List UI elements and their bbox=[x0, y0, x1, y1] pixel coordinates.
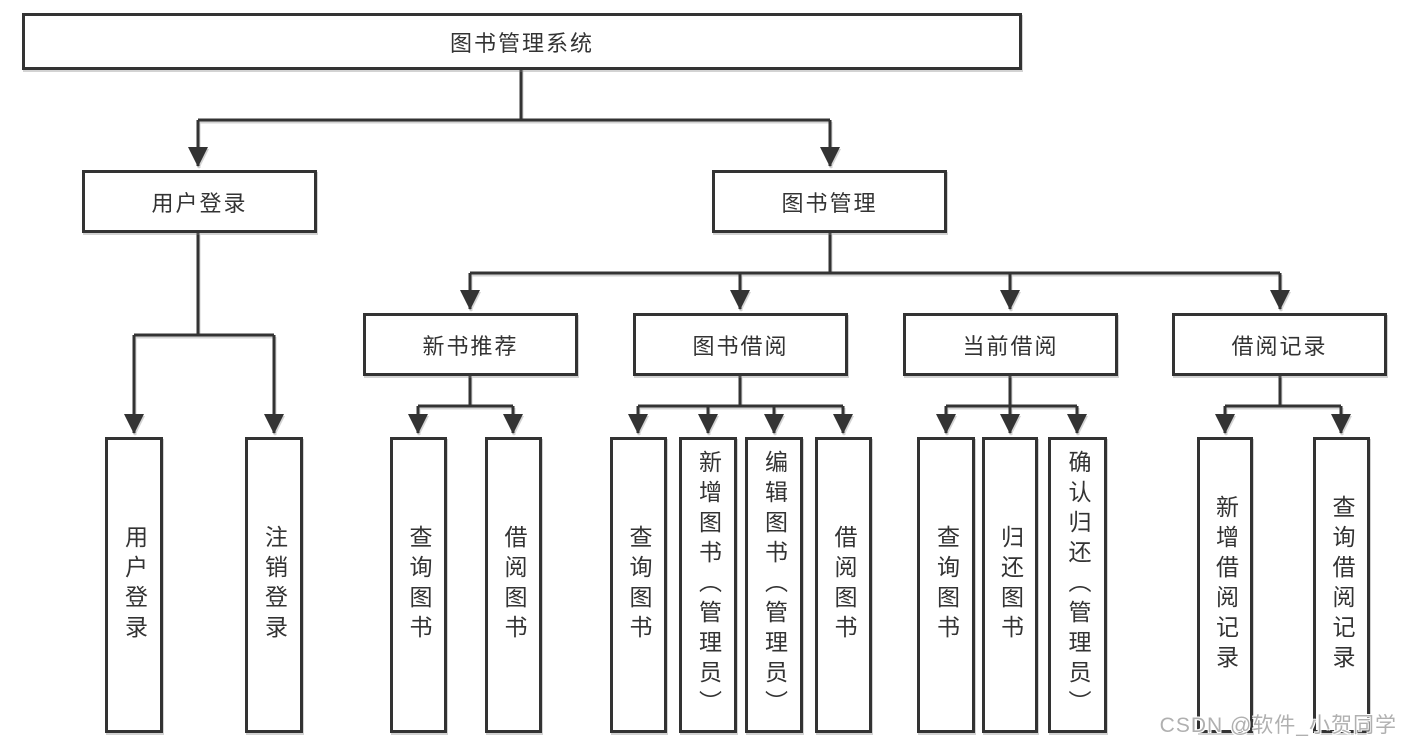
node-label: 图书借阅 bbox=[692, 333, 789, 359]
node-label: 确认归还（管理员） bbox=[1065, 450, 1091, 720]
node-label: 查询借阅记录 bbox=[1329, 495, 1355, 675]
csdn-watermark: CSDN @软件_小贺同学 bbox=[1159, 714, 1397, 737]
node-label: 借阅图书 bbox=[831, 525, 857, 645]
leaf-borrow-books: 借阅图书 bbox=[815, 437, 872, 733]
node-label: 新书推荐 bbox=[422, 333, 519, 359]
leaf-query-books-current: 查询图书 bbox=[917, 437, 975, 733]
node-label: 借阅图书 bbox=[501, 525, 527, 645]
leaf-query-books-borrowing: 查询图书 bbox=[610, 437, 667, 733]
connector-arrows bbox=[124, 120, 1351, 434]
leaf-confirm-return-admin: 确认归还（管理员） bbox=[1048, 437, 1107, 733]
node-label: 查询图书 bbox=[933, 525, 960, 645]
node-user-login: 用户登录 bbox=[82, 170, 317, 233]
leaf-borrow-books-recommend: 借阅图书 bbox=[485, 437, 542, 733]
node-label: 新增图书（管理员） bbox=[695, 450, 722, 720]
node-book-management: 图书管理 bbox=[712, 170, 947, 233]
node-book-borrowing: 图书借阅 bbox=[633, 313, 848, 376]
leaf-user-login: 用户登录 bbox=[105, 437, 163, 733]
node-label: 图书管理 bbox=[781, 190, 878, 216]
node-label: 归还图书 bbox=[997, 525, 1024, 645]
node-borrowing-records: 借阅记录 bbox=[1172, 313, 1387, 376]
node-label: 当前借阅 bbox=[962, 333, 1059, 359]
node-label: 新增借阅记录 bbox=[1212, 495, 1239, 675]
connector-trunks bbox=[134, 68, 1341, 408]
leaf-add-borrow-record: 新增借阅记录 bbox=[1197, 437, 1253, 733]
node-label: 注销登录 bbox=[261, 525, 288, 645]
leaf-add-books-admin: 新增图书（管理员） bbox=[679, 437, 737, 733]
node-label: 查询图书 bbox=[626, 525, 652, 645]
leaf-query-books-recommend: 查询图书 bbox=[390, 437, 447, 733]
node-label: 图书管理系统 bbox=[449, 30, 594, 56]
leaf-return-books: 归还图书 bbox=[982, 437, 1038, 733]
leaf-logout: 注销登录 bbox=[245, 437, 303, 733]
leaf-query-borrow-record: 查询借阅记录 bbox=[1313, 437, 1370, 733]
leaf-edit-books-admin: 编辑图书（管理员） bbox=[745, 437, 803, 733]
node-new-book-recommend: 新书推荐 bbox=[363, 313, 578, 376]
node-current-borrowing: 当前借阅 bbox=[903, 313, 1118, 376]
node-root-library-management-system: 图书管理系统 bbox=[22, 13, 1022, 70]
node-label: 用户登录 bbox=[151, 190, 248, 216]
node-label: 编辑图书（管理员） bbox=[761, 450, 788, 720]
node-label: 查询图书 bbox=[406, 525, 432, 645]
node-label: 用户登录 bbox=[121, 525, 148, 645]
node-label: 借阅记录 bbox=[1231, 333, 1328, 359]
